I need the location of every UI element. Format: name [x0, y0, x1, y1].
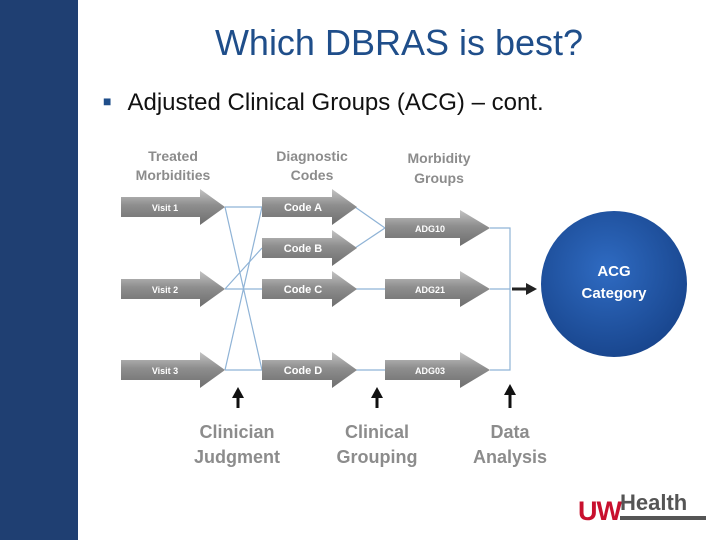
- visit-arrow: Visit 1: [121, 189, 225, 225]
- code-arrow: Code B: [262, 230, 357, 266]
- acg-category-circle: [539, 209, 689, 359]
- group-arrow: ADG21: [385, 271, 490, 307]
- code-label: Code B: [284, 243, 323, 255]
- visit-arrow: Visit 3: [121, 352, 225, 388]
- group-label: ADG10: [415, 224, 445, 234]
- visit-label: Visit 1: [152, 203, 178, 213]
- arrow-up-icon: [232, 387, 244, 408]
- code-label: Code D: [284, 365, 323, 377]
- header-morbidity-groups-line2: Groups: [414, 170, 464, 186]
- arrow-up-icon: [371, 387, 383, 408]
- arrow-right-icon: [512, 283, 537, 295]
- logo-health-text: Health: [620, 490, 687, 515]
- header-diagnostic-codes-line1: Diagnostic: [276, 148, 348, 164]
- group-arrow: ADG03: [385, 352, 490, 388]
- group-arrow: ADG10: [385, 210, 490, 246]
- connector-lines: [224, 206, 511, 371]
- clinician-judgment-line2: Judgment: [194, 447, 280, 467]
- bullet-item: ■ Adjusted Clinical Groups (ACG) – cont.: [103, 89, 544, 117]
- header-treated-morbidities-line2: Morbidities: [136, 167, 211, 183]
- visit-label: Visit 3: [152, 366, 178, 376]
- header-diagnostic-codes-line2: Codes: [291, 167, 334, 183]
- code-label: Code A: [284, 202, 322, 214]
- clinician-judgment-line1: Clinician: [199, 422, 274, 442]
- clinical-grouping-line1: Clinical: [345, 422, 409, 442]
- header-morbidity-groups-line1: Morbidity: [408, 150, 471, 166]
- visit-arrow: Visit 2: [121, 271, 225, 307]
- bullet-square-icon: ■: [103, 93, 112, 109]
- arrow-up-icon: [504, 384, 516, 408]
- code-label: Code C: [284, 284, 323, 296]
- code-arrow: Code D: [262, 352, 357, 388]
- data-analysis-line2: Analysis: [473, 447, 547, 467]
- code-arrow: Code A: [262, 189, 357, 225]
- acg-category-line1: ACG: [597, 263, 630, 280]
- data-analysis-line1: Data: [490, 422, 530, 442]
- group-label: ADG21: [415, 285, 445, 295]
- logo-uw-text: UW: [578, 496, 622, 526]
- slide-title: Which DBRAS is best?: [214, 22, 584, 63]
- logo-underline: [620, 516, 706, 520]
- clinical-grouping-line2: Grouping: [337, 447, 418, 467]
- code-arrow: Code C: [262, 271, 357, 307]
- acg-category-line2: Category: [581, 285, 647, 302]
- left-accent-bar: [0, 0, 78, 540]
- bullet-text: Adjusted Clinical Groups (ACG) – cont.: [127, 89, 544, 116]
- header-treated-morbidities-line1: Treated: [148, 148, 198, 164]
- group-label: ADG03: [415, 366, 445, 376]
- visit-label: Visit 2: [152, 285, 178, 295]
- uw-health-logo: UW Health: [578, 490, 706, 526]
